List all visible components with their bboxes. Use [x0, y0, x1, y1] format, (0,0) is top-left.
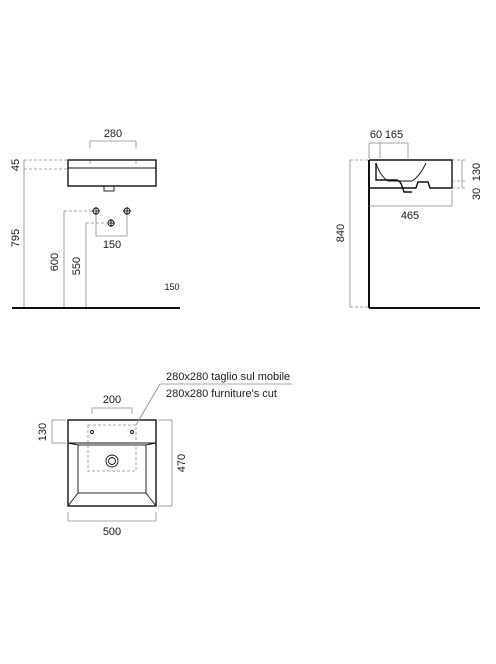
plan-corner-tl — [67, 442, 79, 446]
front-dim-45-label: 45 — [10, 159, 22, 171]
front-basin-outline — [67, 159, 157, 187]
plan-taphole-right — [130, 430, 134, 434]
plan-taphole-left — [90, 430, 94, 434]
plan-inner-bowl — [77, 444, 147, 494]
front-dim-600-label: 600 — [49, 253, 61, 271]
side-dim-60-label: 60 — [370, 129, 382, 141]
side-basin-outline — [369, 159, 453, 189]
front-dim-550-label: 550 — [71, 257, 83, 275]
plan-view: 280x280 taglio sul mobile 280x280 furnit… — [37, 371, 292, 538]
plan-dim-200-label: 200 — [103, 394, 121, 406]
side-view: 60 165 465 840 130 30 — [335, 129, 483, 309]
plan-note-english: 280x280 furniture's cut — [166, 388, 277, 400]
plan-outer-outline — [67, 419, 157, 507]
plan-dim-130-label: 130 — [37, 423, 49, 441]
water-supply-right — [123, 207, 131, 215]
plan-note-leader — [135, 383, 161, 426]
front-note-150: 150 — [164, 282, 179, 292]
side-dim-165-label: 165 — [385, 129, 403, 141]
side-dim-465-label: 465 — [401, 210, 419, 222]
plan-drain-outer — [105, 454, 119, 468]
plan-drain-inner — [108, 457, 116, 465]
plan-dim-500-label: 500 — [103, 526, 121, 538]
side-dim-30-label: 30 — [471, 188, 483, 200]
front-dim-280-label: 280 — [104, 128, 122, 140]
side-siphon — [375, 163, 412, 193]
plan-furniture-cut — [87, 424, 137, 472]
front-drain-stub — [103, 185, 115, 192]
front-dim-795-label: 795 — [10, 229, 22, 247]
side-basin-bowl — [375, 162, 427, 182]
plan-corner-tr — [145, 442, 157, 446]
plan-corner-br — [145, 492, 157, 507]
side-dim-840-label: 840 — [335, 224, 347, 242]
front-dim-150-label: 150 — [103, 239, 121, 251]
side-dim-130-label: 130 — [471, 163, 483, 181]
plan-dim-470-label: 470 — [176, 454, 188, 472]
front-view: 280 45 795 600 550 — [10, 128, 180, 309]
plan-corner-bl — [67, 492, 79, 507]
plan-note-italian: 280x280 taglio sul mobile — [166, 371, 290, 383]
